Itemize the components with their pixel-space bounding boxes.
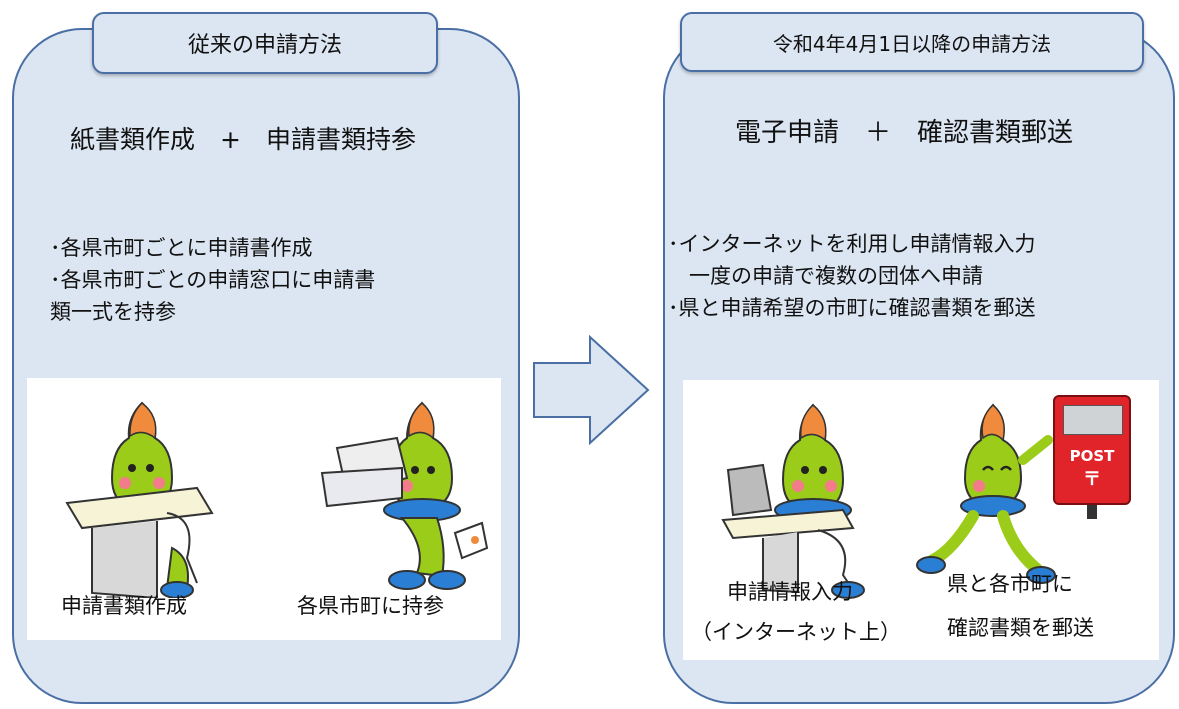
mascot-laptop-illustration bbox=[721, 403, 865, 599]
right-caption-input-2: （インターネット上） bbox=[691, 620, 901, 644]
right-bullet-list: ･インターネットを利用し申請情報入力 一度の申請で複数の団体へ申請 ･県と申請希… bbox=[668, 228, 1173, 324]
left-caption-create: 申請書類作成 bbox=[61, 594, 187, 618]
mascot-writing-illustration bbox=[65, 401, 214, 598]
post-stand bbox=[1087, 505, 1097, 519]
mascot-carrying-illustration bbox=[320, 401, 489, 590]
mascot-running-illustration bbox=[916, 403, 1056, 584]
right-heading: 電子申請 ＋ 確認書類郵送 bbox=[735, 118, 1074, 148]
right-tab-title: 令和4年4月1日以降の申請方法 bbox=[680, 12, 1144, 72]
right-tab-label: 令和4年4月1日以降の申請方法 bbox=[772, 31, 1052, 56]
right-bullet-1: ･インターネットを利用し申請情報入力 bbox=[668, 232, 1036, 256]
left-bullet-3: 類一式を持参 bbox=[50, 300, 176, 324]
left-heading: 紙書類作成 + 申請書類持参 bbox=[70, 125, 416, 154]
left-tab-title: 従来の申請方法 bbox=[92, 12, 438, 74]
right-bullet-3: ･県と申請希望の市町に確認書類を郵送 bbox=[668, 296, 1036, 320]
left-tab-label: 従来の申請方法 bbox=[187, 33, 342, 58]
right-caption-mail-2: 確認書類を郵送 bbox=[947, 616, 1094, 640]
postal-mark: 〒 bbox=[1083, 469, 1101, 490]
left-caption-bring: 各県市町に持参 bbox=[297, 594, 444, 618]
post-box-icon: POST 〒 bbox=[1053, 395, 1131, 505]
left-bullet-2: ･各県市町ごとの申請窓口に申請書 bbox=[50, 268, 376, 292]
left-bullet-1: ･各県市町ごとに申請書作成 bbox=[50, 236, 313, 260]
right-illustration-box: 申請情報入力 （インターネット上） POST 〒 県と各市町に 確認書類を郵送 bbox=[683, 380, 1159, 660]
left-bullet-list: ･各県市町ごとに申請書作成 ･各県市町ごとの申請窓口に申請書 類一式を持参 bbox=[50, 232, 510, 328]
post-label: POST bbox=[1069, 447, 1115, 465]
right-caption-mail-1: 県と各市町に bbox=[947, 572, 1073, 596]
right-caption-input-1: 申請情報入力 bbox=[727, 580, 853, 604]
left-illustration-box: 申請書類作成 各県市町に持参 bbox=[27, 378, 501, 640]
right-arrow-icon bbox=[533, 335, 650, 445]
right-bullet-2: 一度の申請で複数の団体へ申請 bbox=[668, 264, 983, 288]
